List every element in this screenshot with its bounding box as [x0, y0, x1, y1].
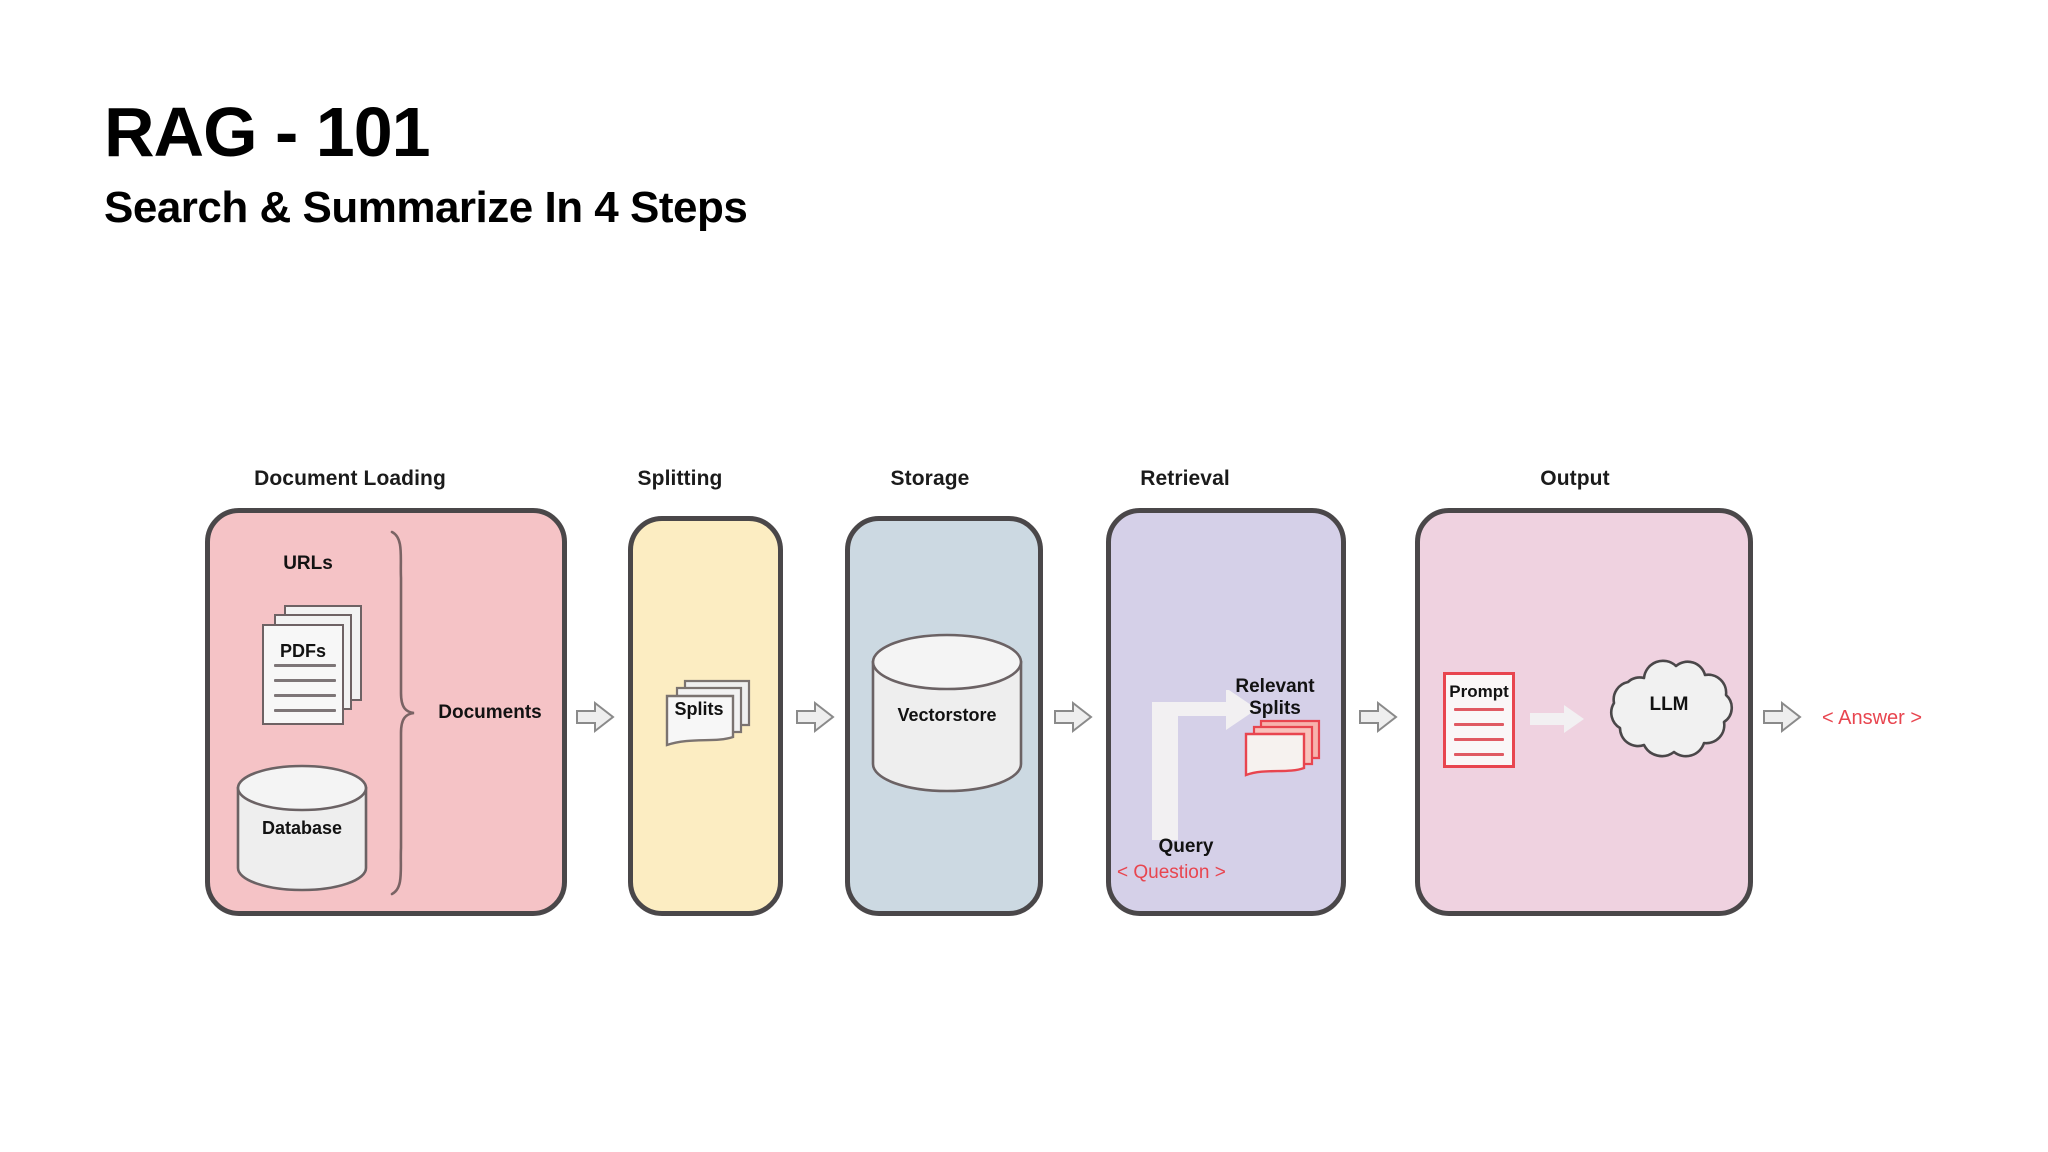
connector-arrow-loading-to-splitting: [575, 700, 615, 734]
vectorstore-label: Vectorstore: [897, 705, 997, 725]
relevant-splits-label-line2: Splits: [1249, 698, 1301, 719]
prompt-text-line: [1454, 738, 1504, 741]
page-title: RAG - 101: [104, 93, 431, 171]
stage-label-output: Output: [1540, 467, 1610, 490]
prompt-text-line: [1454, 708, 1504, 711]
prompt-document-sheet: [1443, 672, 1515, 768]
relevant-splits-label-line1: Relevant: [1235, 676, 1315, 697]
database-label: Database: [261, 818, 343, 838]
pdfs-document-stack: PDFs: [260, 605, 370, 725]
llm-cloud-icon: [1600, 648, 1738, 770]
stage-label-retrieval: Retrieval: [1140, 467, 1230, 490]
relevant-splits-card-stack: [1243, 718, 1323, 784]
question-placeholder-text: < Question >: [1117, 862, 1226, 883]
documents-label: Documents: [438, 702, 542, 723]
query-flow-arrow-icon: [1126, 688, 1261, 840]
llm-label: LLM: [1649, 694, 1689, 715]
doc-text-line: [274, 694, 336, 697]
stage-label-document-loading: Document Loading: [254, 467, 446, 490]
prompt-to-llm-arrow-icon: [1528, 702, 1586, 736]
query-label: Query: [1158, 836, 1214, 857]
vectorstore-cylinder: [868, 631, 1026, 799]
connector-arrow-retrieval-to-output: [1358, 700, 1398, 734]
doc-text-line: [274, 709, 336, 712]
prompt-text-line: [1454, 723, 1504, 726]
title-block: RAG - 101 Search & Summarize In 4 Steps: [104, 93, 748, 232]
splits-label: Splits: [674, 699, 724, 719]
doc-text-line: [274, 664, 336, 667]
connector-arrow-storage-to-retrieval: [1053, 700, 1093, 734]
stage-label-splitting: Splitting: [637, 467, 723, 490]
prompt-document: [1443, 672, 1515, 768]
urls-label: URLs: [283, 553, 333, 574]
answer-placeholder-text: < Answer >: [1822, 707, 1923, 729]
documents-grouping-brace: [386, 528, 420, 898]
prompt-text-line: [1454, 753, 1504, 756]
prompt-label: Prompt: [1449, 682, 1509, 701]
stage-label-storage: Storage: [890, 467, 970, 490]
doc-text-line: [274, 679, 336, 682]
connector-arrow-output-to-answer: [1762, 700, 1802, 734]
connector-arrow-splitting-to-storage: [795, 700, 835, 734]
page-subtitle: Search & Summarize In 4 Steps: [104, 182, 748, 232]
doc-sheet-front: [262, 624, 344, 725]
splits-card-stack: [663, 677, 753, 757]
pdfs-label: PDFs: [279, 641, 326, 661]
database-cylinder: [232, 762, 372, 894]
